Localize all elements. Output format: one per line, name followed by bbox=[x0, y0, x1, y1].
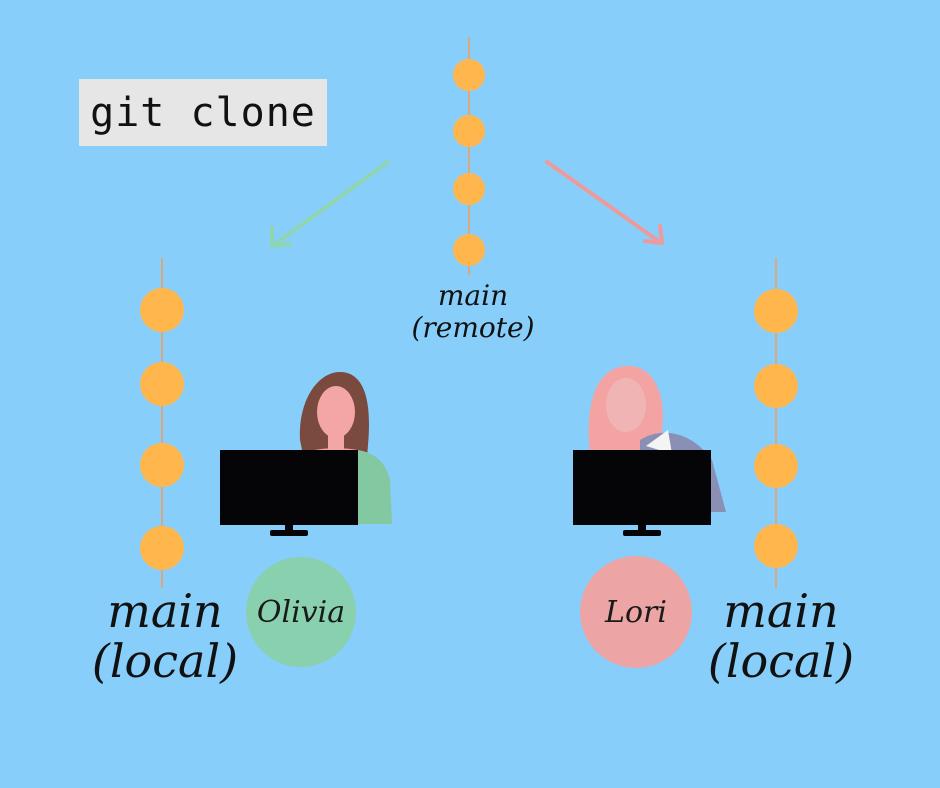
local-branch-left bbox=[140, 258, 184, 588]
remote-branch bbox=[453, 37, 485, 275]
remote-branch-label: main (remote) bbox=[388, 282, 558, 342]
monitor-left-screen bbox=[220, 450, 358, 525]
local-right-commit bbox=[754, 289, 798, 333]
olivia-cardigan bbox=[352, 450, 392, 524]
command-text: git clone bbox=[90, 89, 316, 136]
local-branch-right-label: main (local) bbox=[686, 588, 876, 684]
arrow-head-left-icon bbox=[270, 226, 292, 248]
clone-arrow-right bbox=[545, 160, 659, 242]
monitor-right-stand bbox=[638, 525, 646, 531]
local-branch-left-label: main (local) bbox=[70, 588, 260, 684]
local-right-branch-type: (local) bbox=[707, 634, 855, 688]
monitor-right bbox=[573, 450, 711, 536]
olivia-neck bbox=[328, 434, 344, 450]
local-left-commit bbox=[140, 526, 184, 570]
clone-arrow-left bbox=[276, 160, 390, 244]
monitor-left bbox=[220, 450, 358, 536]
remote-commit bbox=[453, 234, 485, 266]
arrow-head-right-icon bbox=[643, 224, 664, 245]
olivia-face bbox=[317, 386, 355, 438]
local-left-commit bbox=[140, 443, 184, 487]
olivia-name-badge: Olivia bbox=[246, 557, 356, 667]
monitor-right-base bbox=[623, 530, 661, 536]
remote-branch-name: main bbox=[437, 279, 509, 312]
local-right-branch-name: main bbox=[723, 584, 839, 638]
lori-face bbox=[606, 378, 646, 432]
monitor-left-stand bbox=[285, 525, 293, 531]
remote-commit bbox=[453, 115, 485, 147]
local-branch-right bbox=[754, 258, 798, 588]
lori-name-badge: Lori bbox=[580, 556, 692, 668]
remote-commit bbox=[453, 173, 485, 205]
monitor-left-base bbox=[270, 530, 308, 536]
lori-collar bbox=[646, 430, 672, 454]
local-left-commit bbox=[140, 288, 184, 332]
local-left-commit bbox=[140, 362, 184, 406]
command-box: git clone bbox=[79, 79, 327, 146]
remote-branch-type: (remote) bbox=[411, 311, 535, 344]
local-left-branch-name: main bbox=[107, 584, 223, 638]
remote-commit bbox=[453, 59, 485, 91]
monitor-right-screen bbox=[573, 450, 711, 525]
lori-name: Lori bbox=[605, 594, 667, 630]
local-right-commit bbox=[754, 444, 798, 488]
local-right-commit bbox=[754, 524, 798, 568]
local-right-commit bbox=[754, 364, 798, 408]
local-left-branch-type: (local) bbox=[91, 634, 239, 688]
olivia-name: Olivia bbox=[256, 594, 346, 630]
